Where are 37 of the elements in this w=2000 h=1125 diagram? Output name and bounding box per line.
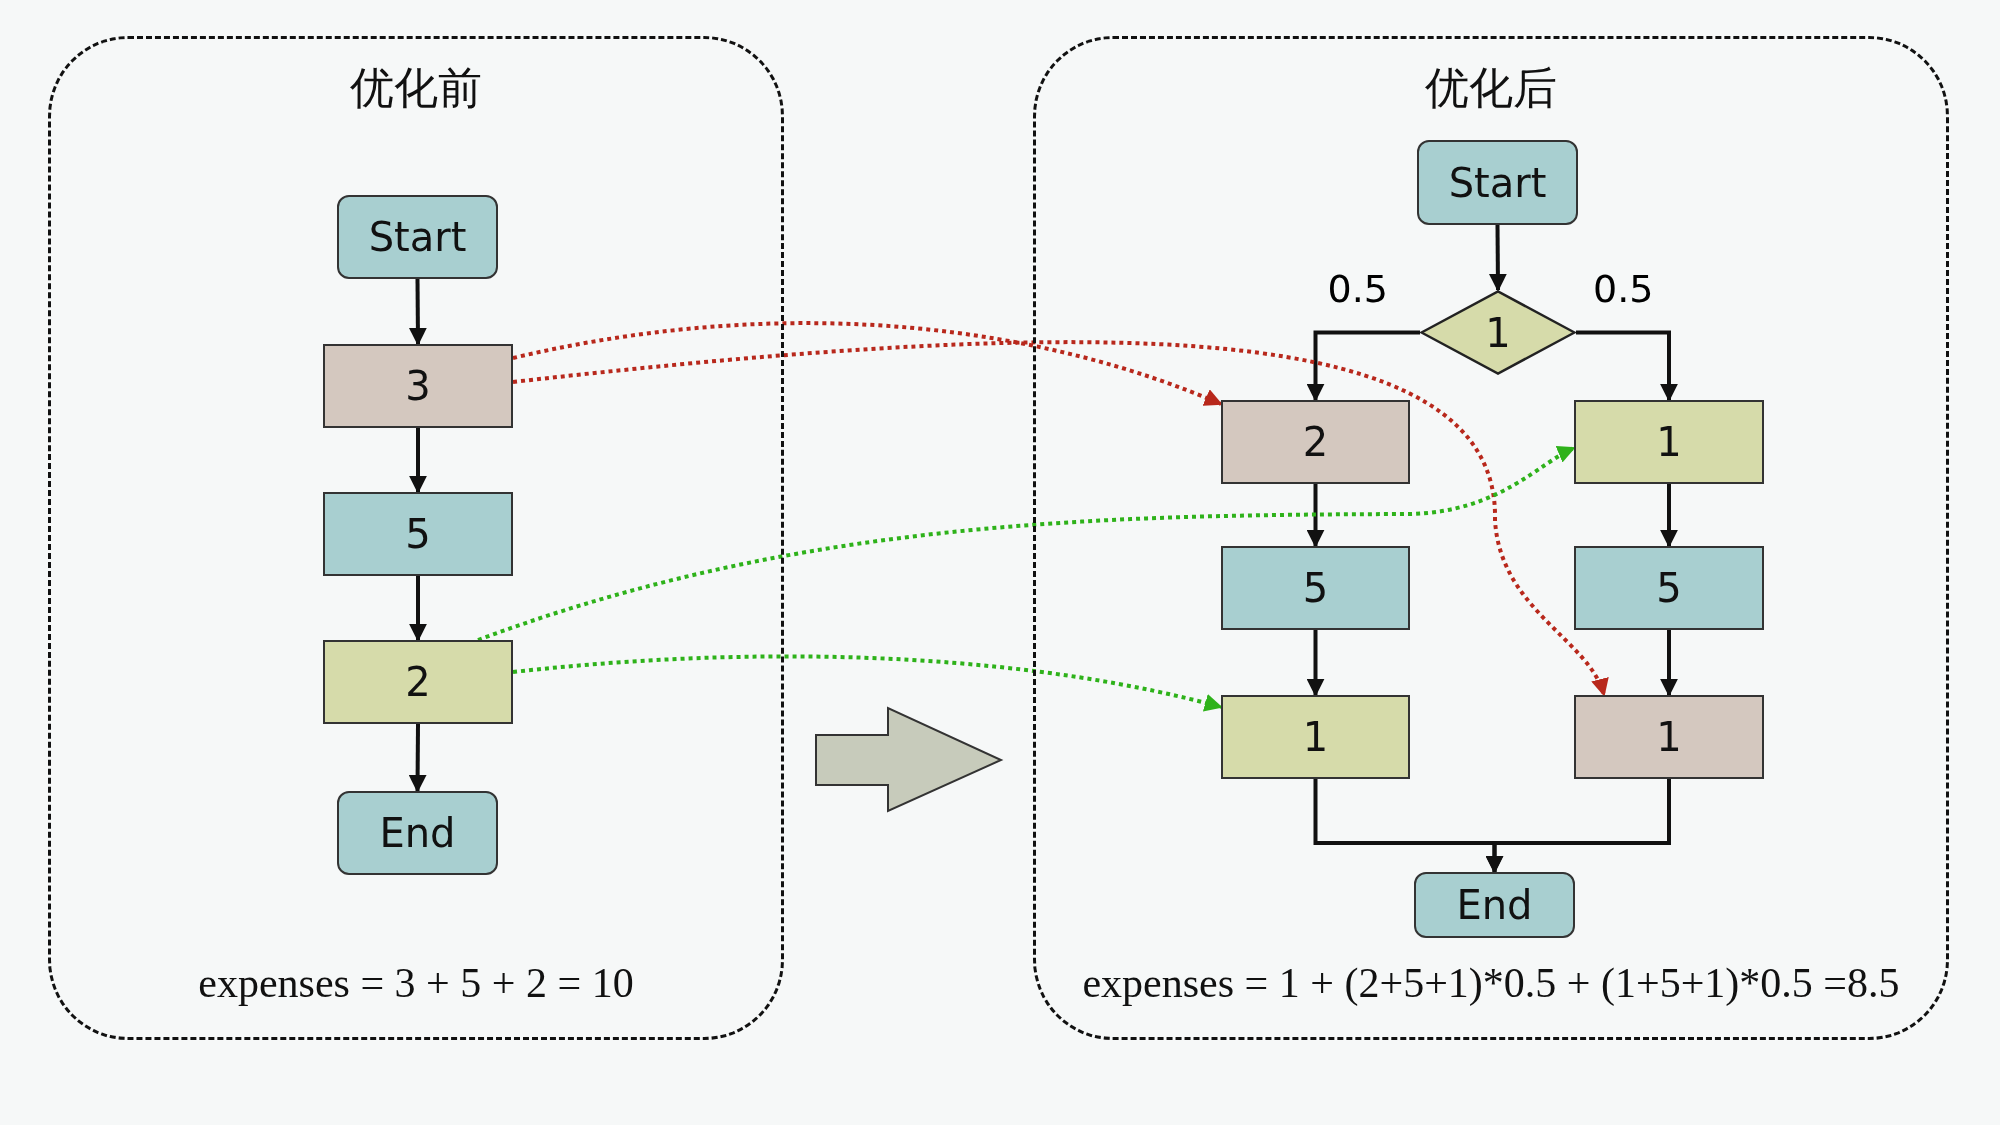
- arrow: [1488, 225, 1507, 292]
- formula-text: expenses = 1 + (2+5+1)*0.5 + (1+5+1)*0.5 =8.5: [1081, 959, 1901, 1007]
- process-box: 1: [1574, 695, 1764, 779]
- dotted-arrow: [512, 321, 1223, 407]
- terminal-box: Start: [1417, 140, 1578, 225]
- process-box: 1: [1574, 400, 1764, 484]
- process-box: 5: [1574, 546, 1764, 630]
- process-box: 3: [323, 344, 513, 428]
- dotted-arrow: [477, 446, 1576, 642]
- arrow: [1306, 630, 1325, 697]
- arrow: [408, 279, 427, 346]
- group-title: 优化后: [1424, 61, 1558, 115]
- terminal-box: End: [337, 791, 498, 875]
- process-box: 5: [323, 492, 513, 576]
- process-box: 2: [323, 640, 513, 724]
- process-box: 5: [1221, 546, 1410, 630]
- arrow: [1306, 330, 1420, 402]
- group-title: 优化前: [349, 61, 483, 115]
- arrow: [409, 576, 427, 642]
- dotted-arrow: [512, 340, 1607, 697]
- arrow: [1576, 330, 1678, 402]
- terminal-box: End: [1414, 872, 1575, 938]
- arrow: [1660, 630, 1678, 697]
- terminal-box: Start: [337, 195, 498, 279]
- arrow: [1660, 484, 1678, 548]
- dotted-arrow: [512, 654, 1223, 712]
- arrow: [1485, 779, 1671, 874]
- diamond-text: 1: [1485, 309, 1511, 356]
- decision-diamond: [1420, 290, 1576, 375]
- process-box: 1: [1221, 695, 1410, 779]
- arrow: [408, 724, 427, 793]
- process-box: 2: [1221, 400, 1410, 484]
- formula-text: expenses = 3 + 5 + 2 = 10: [197, 959, 635, 1007]
- arrow: [1306, 484, 1325, 548]
- dashed-group-box: [48, 36, 784, 1040]
- dashed-group-box: [1033, 36, 1949, 1040]
- arrow: [409, 428, 427, 494]
